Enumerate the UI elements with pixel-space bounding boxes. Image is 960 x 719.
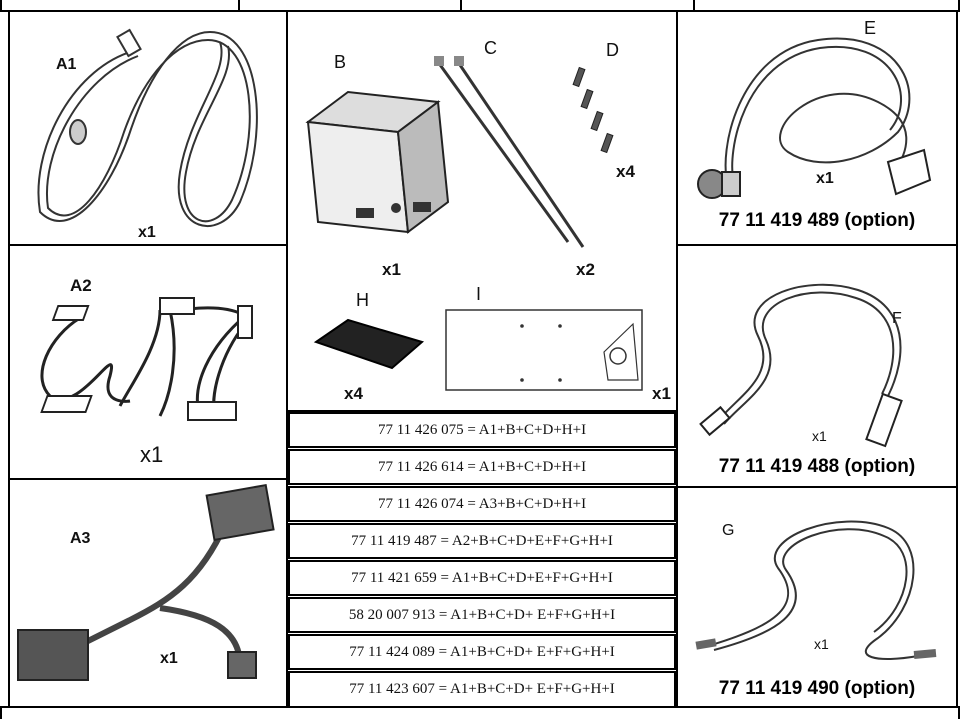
harness-a2-illustration <box>40 297 253 421</box>
part-cell-f: F x1 77 11 419 488 (option) <box>676 244 958 488</box>
part-cell-e: E x1 77 11 419 489 (option) <box>676 10 958 246</box>
part-qty-g: x1 <box>814 636 829 652</box>
part-label-e: E <box>864 18 877 38</box>
part-qty-i: x1 <box>652 384 671 403</box>
part-qty-e: x1 <box>816 170 834 187</box>
reference-row: 77 11 421 659 = A1+B+C+D+E+F+G+H+I <box>288 560 676 596</box>
part-qty-a3: x1 <box>160 650 178 667</box>
part-label-a1: A1 <box>56 56 77 73</box>
part-qty-d: x4 <box>616 162 635 181</box>
part-label-a2: A2 <box>70 276 92 295</box>
harness-a1-illustration <box>37 28 258 227</box>
part-cell-a3: A3 x1 <box>8 478 288 708</box>
top-divider <box>460 0 462 10</box>
part-label-b: B <box>334 52 347 72</box>
part-qty-h: x4 <box>344 384 363 403</box>
cable-g-illustration <box>695 520 937 660</box>
reference-row: 77 11 426 614 = A1+B+C+D+H+I <box>288 449 676 485</box>
cable-e-illustration <box>697 37 932 199</box>
part-qty-c: x2 <box>576 260 595 279</box>
part-label-h: H <box>356 290 369 310</box>
part-label-c: C <box>484 38 497 58</box>
reference-row: 77 11 426 075 = A1+B+C+D+H+I <box>288 412 676 448</box>
part-qty-b: x1 <box>382 260 401 279</box>
reference-row: 77 11 419 487 = A2+B+C+D+E+F+G+H+I <box>288 523 676 559</box>
part-qty-f: x1 <box>812 428 827 444</box>
part-cell-g: G x1 77 11 419 490 (option) <box>676 486 958 708</box>
part-qty-a2: x1 <box>140 442 164 467</box>
central-parts-illustration <box>305 56 643 391</box>
part-label-f: F <box>892 310 902 327</box>
part-label-a3: A3 <box>70 530 91 547</box>
bottom-strip <box>0 706 960 719</box>
cable-f-illustration <box>699 283 903 448</box>
part-label-g: G <box>722 522 735 539</box>
reference-row: 77 11 424 089 = A1+B+C+D+ E+F+G+H+I <box>288 634 676 670</box>
top-divider <box>238 0 240 10</box>
part-code-g: 77 11 419 490 (option) <box>718 678 916 699</box>
part-cell-a2: A2 x1 <box>8 244 288 480</box>
reference-row: 77 11 426 074 = A3+B+C+D+H+I <box>288 486 676 522</box>
part-cell-a1: A1 x1 <box>8 10 288 246</box>
part-qty-a1: x1 <box>138 224 156 241</box>
part-label-i: I <box>476 284 482 304</box>
part-label-d: D <box>606 40 619 60</box>
part-code-e: 77 11 419 489 (option) <box>718 210 916 231</box>
reference-row: 77 11 423 607 = A1+B+C+D+ E+F+G+H+I <box>288 671 676 708</box>
part-cell-central: B x1 C x2 D x4 H x4 I x1 <box>286 10 678 412</box>
harness-a3-illustration <box>17 483 275 681</box>
reference-row: 58 20 007 913 = A1+B+C+D+ E+F+G+H+I <box>288 597 676 633</box>
top-divider <box>693 0 695 10</box>
part-code-f: 77 11 419 488 (option) <box>718 456 916 477</box>
